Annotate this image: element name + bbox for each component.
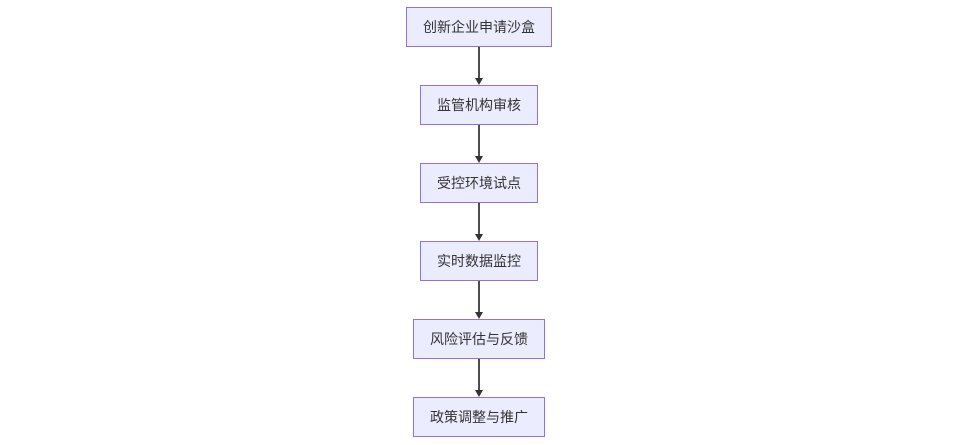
flow-node-risk-assessment: 风险评估与反馈 [413, 319, 545, 359]
arrow-head-icon [475, 312, 483, 319]
arrow-line [478, 125, 480, 156]
flow-arrow-5 [475, 359, 483, 397]
arrow-line [478, 203, 480, 234]
flow-node-policy-rollout: 政策调整与推广 [413, 397, 545, 437]
arrow-line [478, 281, 480, 312]
arrow-line [478, 359, 480, 390]
flow-node-apply-sandbox: 创新企业申请沙盒 [406, 7, 552, 47]
flow-arrow-2 [475, 125, 483, 163]
flow-node-regulator-review: 监管机构审核 [420, 85, 538, 125]
arrow-head-icon [475, 390, 483, 397]
flow-node-realtime-monitoring: 实时数据监控 [420, 241, 538, 281]
arrow-head-icon [475, 234, 483, 241]
arrow-head-icon [475, 156, 483, 163]
arrow-head-icon [475, 78, 483, 85]
arrow-line [478, 47, 480, 78]
flow-arrow-1 [475, 47, 483, 85]
flow-arrow-4 [475, 281, 483, 319]
flow-node-controlled-pilot: 受控环境试点 [420, 163, 538, 203]
flowchart-column: 创新企业申请沙盒 监管机构审核 受控环境试点 实时数据监控 风险评估与反馈 政策… [406, 7, 552, 437]
flow-arrow-3 [475, 203, 483, 241]
